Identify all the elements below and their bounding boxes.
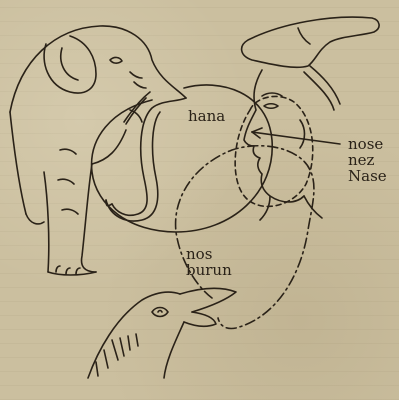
human-profile-figure xyxy=(242,17,379,220)
label-burun: burun xyxy=(186,262,232,279)
bird-loop xyxy=(176,146,314,329)
elephant-loop xyxy=(92,85,273,232)
label-hana: hana xyxy=(188,108,225,125)
nose-arrow xyxy=(252,128,340,144)
human-loop xyxy=(235,96,313,206)
bird-figure xyxy=(88,288,236,378)
elephant-figure xyxy=(10,26,186,275)
label-nase: Nase xyxy=(348,168,387,185)
